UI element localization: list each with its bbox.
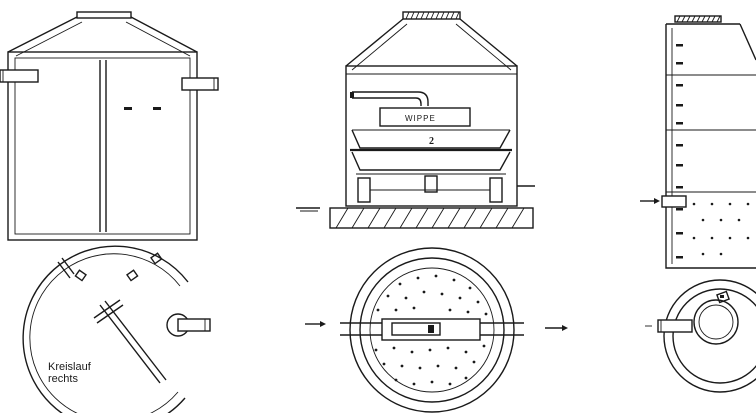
tank3-top-view	[645, 279, 756, 393]
chamber-number: 2	[429, 136, 434, 147]
tank1-top-view: Kreislauf rechts	[22, 245, 211, 413]
tank3-side-view	[640, 15, 756, 269]
perforation-dots	[374, 274, 488, 386]
wippe-label: WIPPE	[405, 114, 436, 123]
rotation-note-line2: rechts	[48, 373, 78, 385]
tank2-side-view: WIPPE 2	[296, 11, 535, 229]
tank2-top-view	[305, 247, 568, 413]
tank1-side-view	[0, 11, 219, 241]
rotation-note-line1: Kreislauf	[48, 361, 92, 373]
